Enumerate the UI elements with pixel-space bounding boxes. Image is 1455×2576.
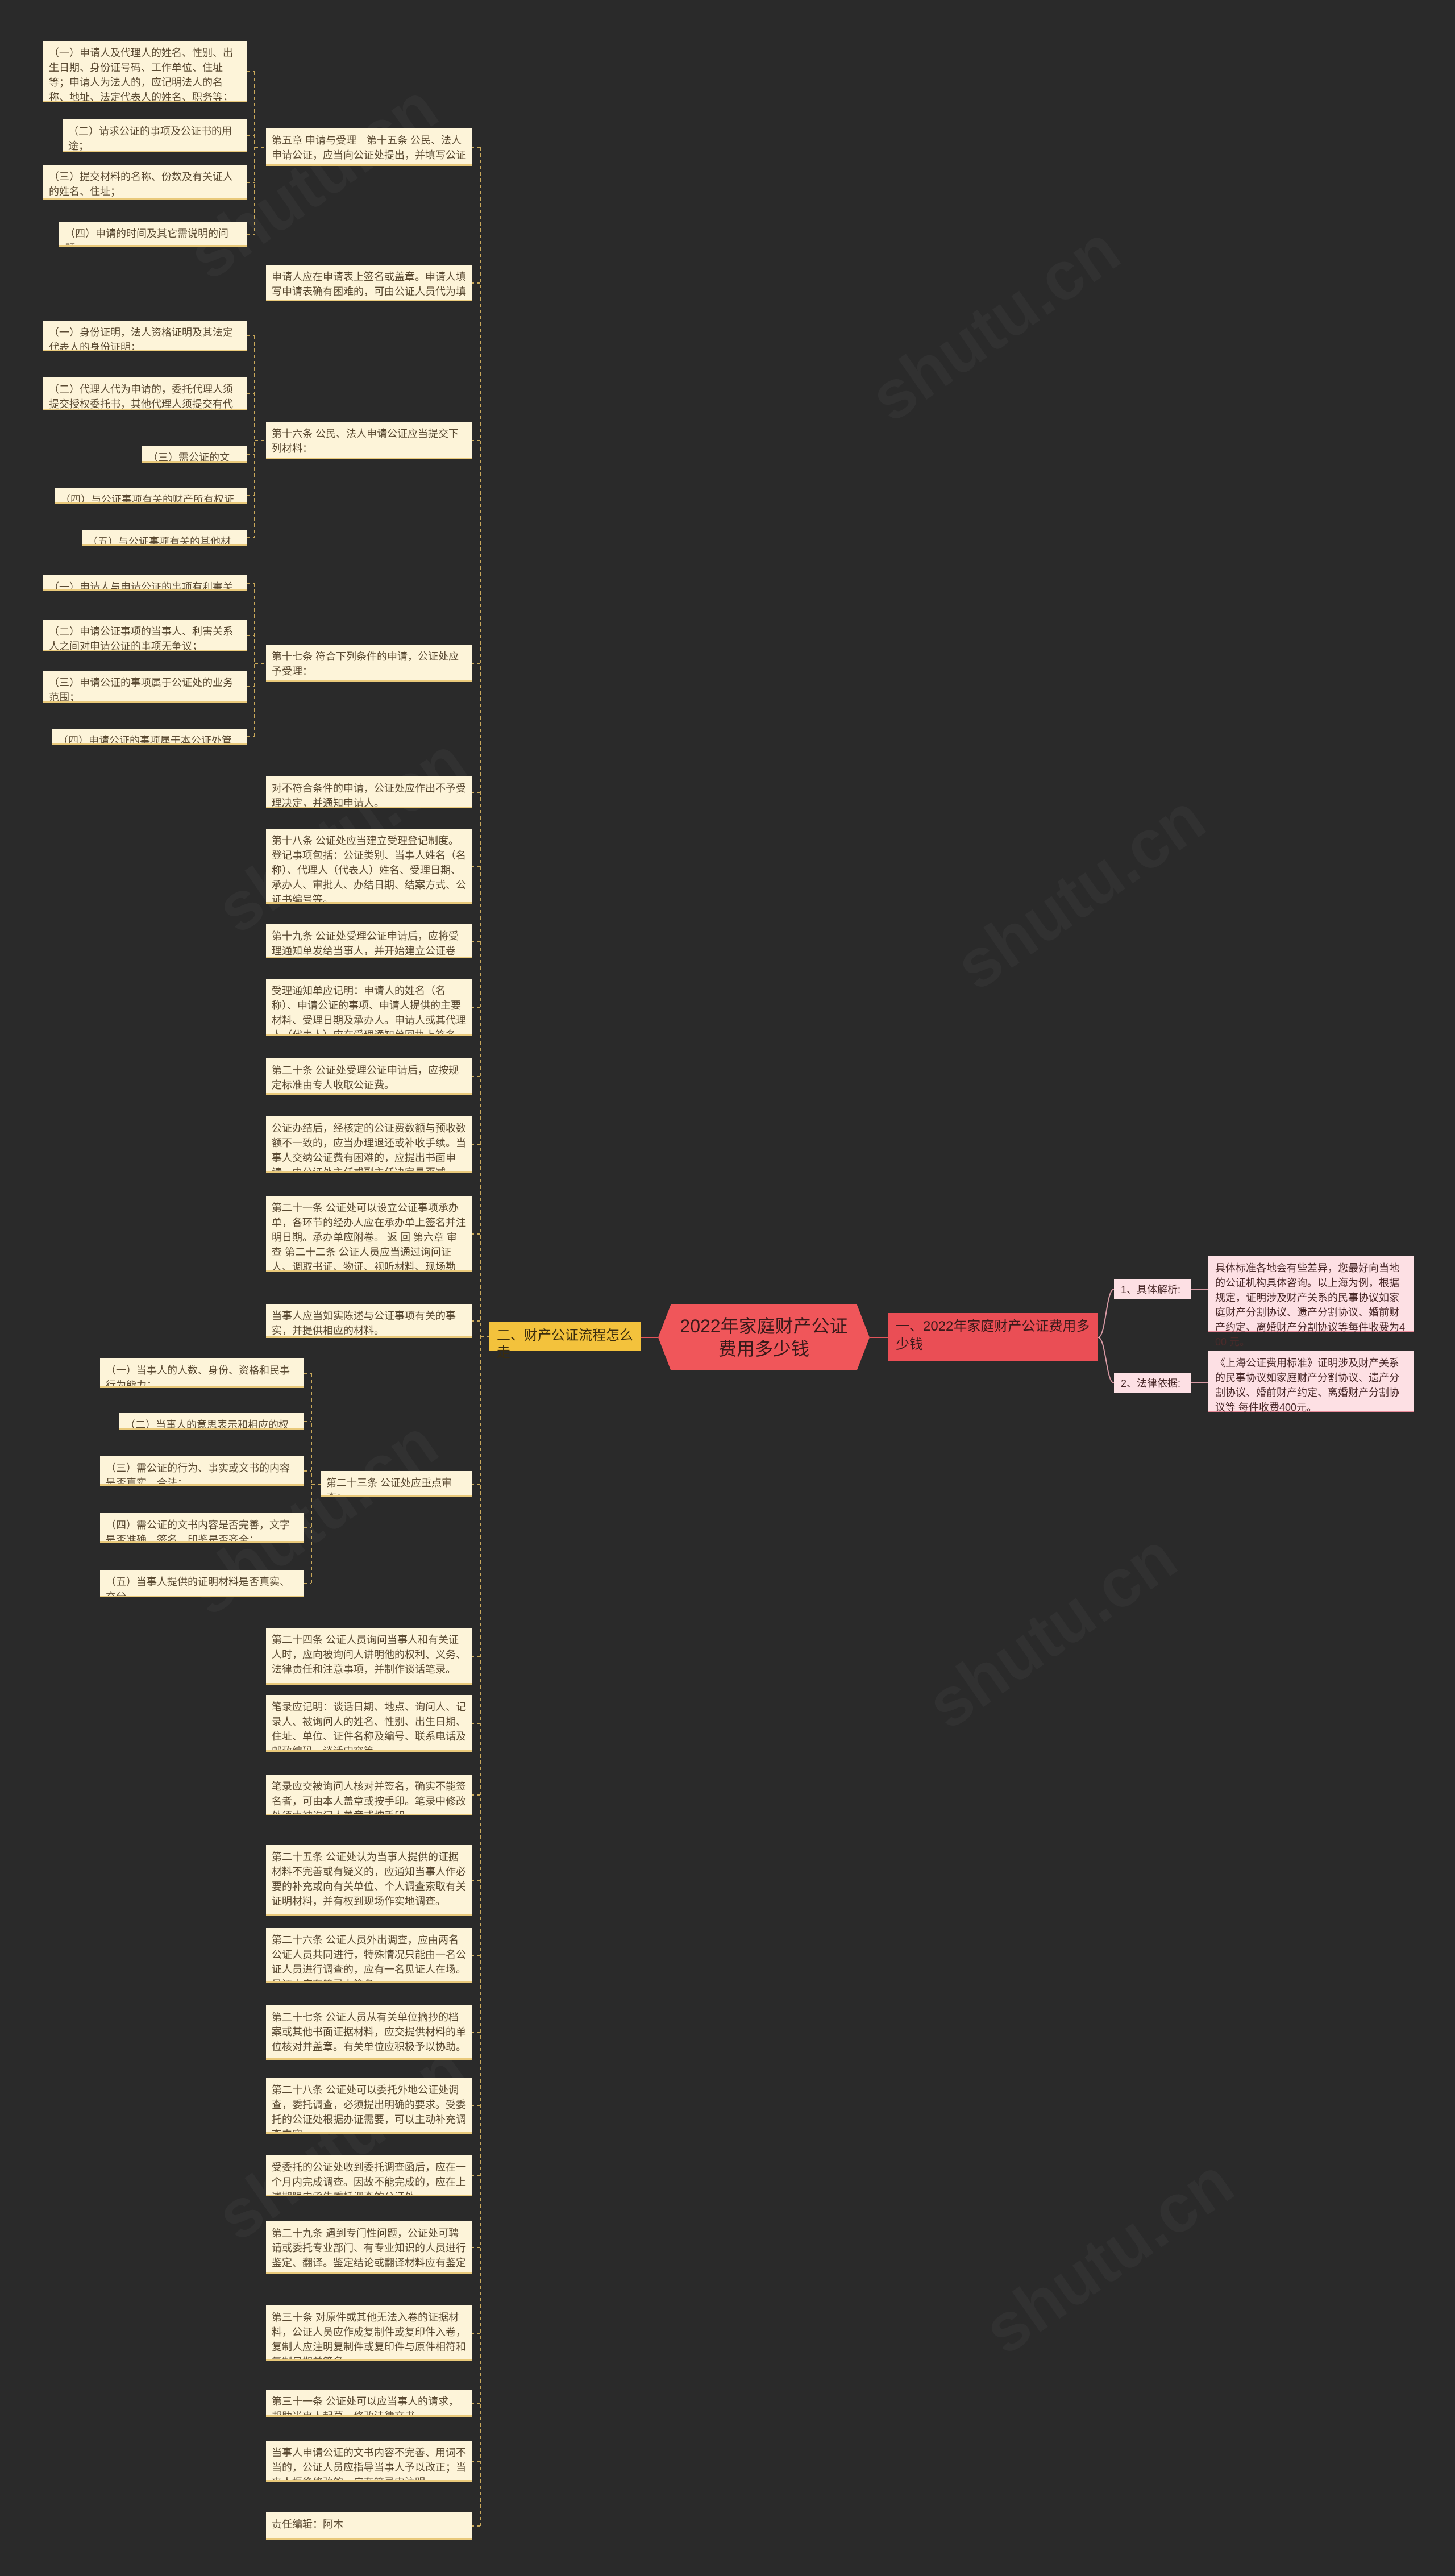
left-sub-item[interactable]: （三）需公证的文书； xyxy=(142,446,247,463)
right-sub-label[interactable]: 1、具体解析: xyxy=(1114,1279,1191,1299)
left-item[interactable]: 当事人申请公证的文书内容不完善、用词不当的，公证人员应指导当事人予以改正；当事人… xyxy=(266,2441,472,2482)
left-item[interactable]: 责任编辑：阿木 xyxy=(266,2512,472,2540)
left-item[interactable]: 第三十条 对原件或其他无法入卷的证据材料，公证人员应作成复制件或复印件入卷，复制… xyxy=(266,2305,472,2361)
left-item[interactable]: 笔录应交被询问人核对并签名，确实不能签名者，可由本人盖章或按手印。笔录中修改处须… xyxy=(266,1775,472,1815)
left-sub-item[interactable]: （一）申请人及代理人的姓名、性别、出生日期、身份证号码、工作单位、住址等；申请人… xyxy=(43,41,247,102)
left-item[interactable]: 受理通知单应记明：申请人的姓名（名称）、申请公证的事项、申请人提供的主要材料、受… xyxy=(266,979,472,1036)
right-sub-label[interactable]: 2、法律依据: xyxy=(1114,1373,1191,1393)
left-item[interactable]: 第十六条 公民、法人申请公证应当提交下列材料： xyxy=(266,422,472,459)
left-sub-item[interactable]: （二）请求公证的事项及公证书的用途； xyxy=(63,119,247,152)
left-item[interactable]: 受委托的公证处收到委托调查函后，应在一个月内完成调查。因故不能完成的，应在上述期… xyxy=(266,2155,472,2196)
left-item[interactable]: 对不符合条件的申请，公证处应作出不予受理决定，并通知申请人。 xyxy=(266,776,472,808)
connector-line xyxy=(1098,1289,1115,1338)
left-item[interactable]: 第十七条 符合下列条件的申请，公证处应予受理： xyxy=(266,645,472,682)
left-item[interactable]: 第十八条 公证处应当建立受理登记制度。登记事项包括：公证类别、当事人姓名（名称）… xyxy=(266,829,472,904)
right-sub-text[interactable]: 具体标准各地会有些差异，您最好向当地的公证机构具体咨询。以上海为例，根据规定，证… xyxy=(1208,1256,1414,1348)
left-item[interactable]: 第二十六条 公证人员外出调查，应由两名公证人员共同进行，特殊情况只能由一名公证人… xyxy=(266,1928,472,1983)
left-sub-item[interactable]: （四）与公证事项有关的财产所有权证明； xyxy=(55,488,247,504)
left-item[interactable]: 当事人应当如实陈述与公证事项有关的事实，并提供相应的材料。 xyxy=(266,1304,472,1338)
left-item[interactable]: 第二十四条 公证人员询问当事人和有关证人时，应向被询问人讲明他的权利、义务、法律… xyxy=(266,1628,472,1685)
left-sub-item[interactable]: （二）申请公证事项的当事人、利害关系人之间对申请公证的事项无争议； xyxy=(43,620,247,651)
right-branch-topic[interactable]: 一、2022年家庭财产公证费用多少钱 xyxy=(888,1313,1098,1361)
left-sub-item[interactable]: （五）当事人提供的证明材料是否真实、充分。 xyxy=(100,1570,304,1597)
right-sub-text[interactable]: 《上海公证费用标准》证明涉及财产关系的民事协议如家庭财产分割协议、遗产分割协议、… xyxy=(1208,1351,1414,1413)
left-sub-item[interactable]: （一）身份证明，法人资格证明及其法定代表人的身份证明； xyxy=(43,321,247,351)
left-item[interactable]: 第二十一条 公证处可以设立公证事项承办单，各环节的经办人应在承办单上签名并注明日… xyxy=(266,1196,472,1272)
left-item[interactable]: 第二十五条 公证处认为当事人提供的证据材料不完善或有疑义的，应通知当事人作必要的… xyxy=(266,1845,472,1916)
left-item[interactable]: 第二十七条 公证人员从有关单位摘抄的档案或其他书面证据材料，应交提供材料的单位核… xyxy=(266,2005,472,2060)
left-sub-item[interactable]: （四）需公证的文书内容是否完善，文字是否准确，签名、印鉴是否齐全； xyxy=(100,1513,304,1543)
left-item[interactable]: 第三十一条 公证处可以应当事人的请求，帮助当事人起草、修改法律文书。 xyxy=(266,2390,472,2417)
left-sub-item[interactable]: （四）申请的时间及其它需说明的问题。 xyxy=(59,222,247,247)
left-item[interactable]: 公证办结后，经核定的公证费数额与预收数额不一致的，应当办理退还或补收手续。当事人… xyxy=(266,1116,472,1173)
left-item[interactable]: 第五章 申请与受理 第十五条 公民、法人申请公证，应当向公证处提出，并填写公证申… xyxy=(266,128,472,166)
left-branch-topic[interactable]: 二、财产公证流程怎么走 xyxy=(489,1322,641,1360)
left-sub-item[interactable]: （三）需公证的行为、事实或文书的内容是否真实、合法； xyxy=(100,1456,304,1486)
left-item[interactable]: 申请人应在申请表上签名或盖章。申请人填写申请表确有困难的，可由公证人员代为填写。 xyxy=(266,265,472,301)
left-item[interactable]: 第二十八条 公证处可以委托外地公证处调查，委托调查，必须提出明确的要求。受委托的… xyxy=(266,2078,472,2134)
left-item[interactable]: 第二十三条 公证处应重点审查： xyxy=(321,1471,472,1497)
left-sub-item[interactable]: （一）当事人的人数、身份、资格和民事行为能力； xyxy=(100,1358,304,1388)
left-sub-item[interactable]: （二）当事人的意思表示和相应的权利； xyxy=(119,1413,304,1430)
left-item[interactable]: 第十九条 公证处受理公证申请后，应将受理通知单发给当事人，并开始建立公证卷宗。 xyxy=(266,924,472,958)
left-sub-item[interactable]: （三）申请公证的事项属于公证处的业务范围； xyxy=(43,671,247,703)
left-item[interactable]: 第二十九条 遇到专门性问题，公证处可聘请或委托专业部门、有专业知识的人员进行鉴定… xyxy=(266,2221,472,2274)
left-item[interactable]: 第二十条 公证处受理公证申请后，应按规定标准由专人收取公证费。 xyxy=(266,1058,472,1095)
left-item[interactable]: 笔录应记明：谈话日期、地点、询问人、记录人、被询问人的姓名、性别、出生日期、住址… xyxy=(266,1695,472,1752)
left-sub-item[interactable]: （五）与公证事项有关的其他材料。 xyxy=(82,530,247,546)
left-sub-item[interactable]: （一）申请人与申请公证的事项有利害关系； xyxy=(43,575,247,591)
left-sub-item[interactable]: （二）代理人代为申请的，委托代理人须提交授权委托书，其他代理人须提交有代理权资格… xyxy=(43,377,247,410)
left-sub-item[interactable]: （四）申请公证的事项属于本公证处管辖。 xyxy=(52,729,247,745)
connector-line xyxy=(1098,1337,1115,1383)
root-topic[interactable]: 2022年家庭财产公证费用多少钱 xyxy=(658,1304,870,1370)
left-sub-item[interactable]: （三）提交材料的名称、份数及有关证人的姓名、住址； xyxy=(43,165,247,200)
